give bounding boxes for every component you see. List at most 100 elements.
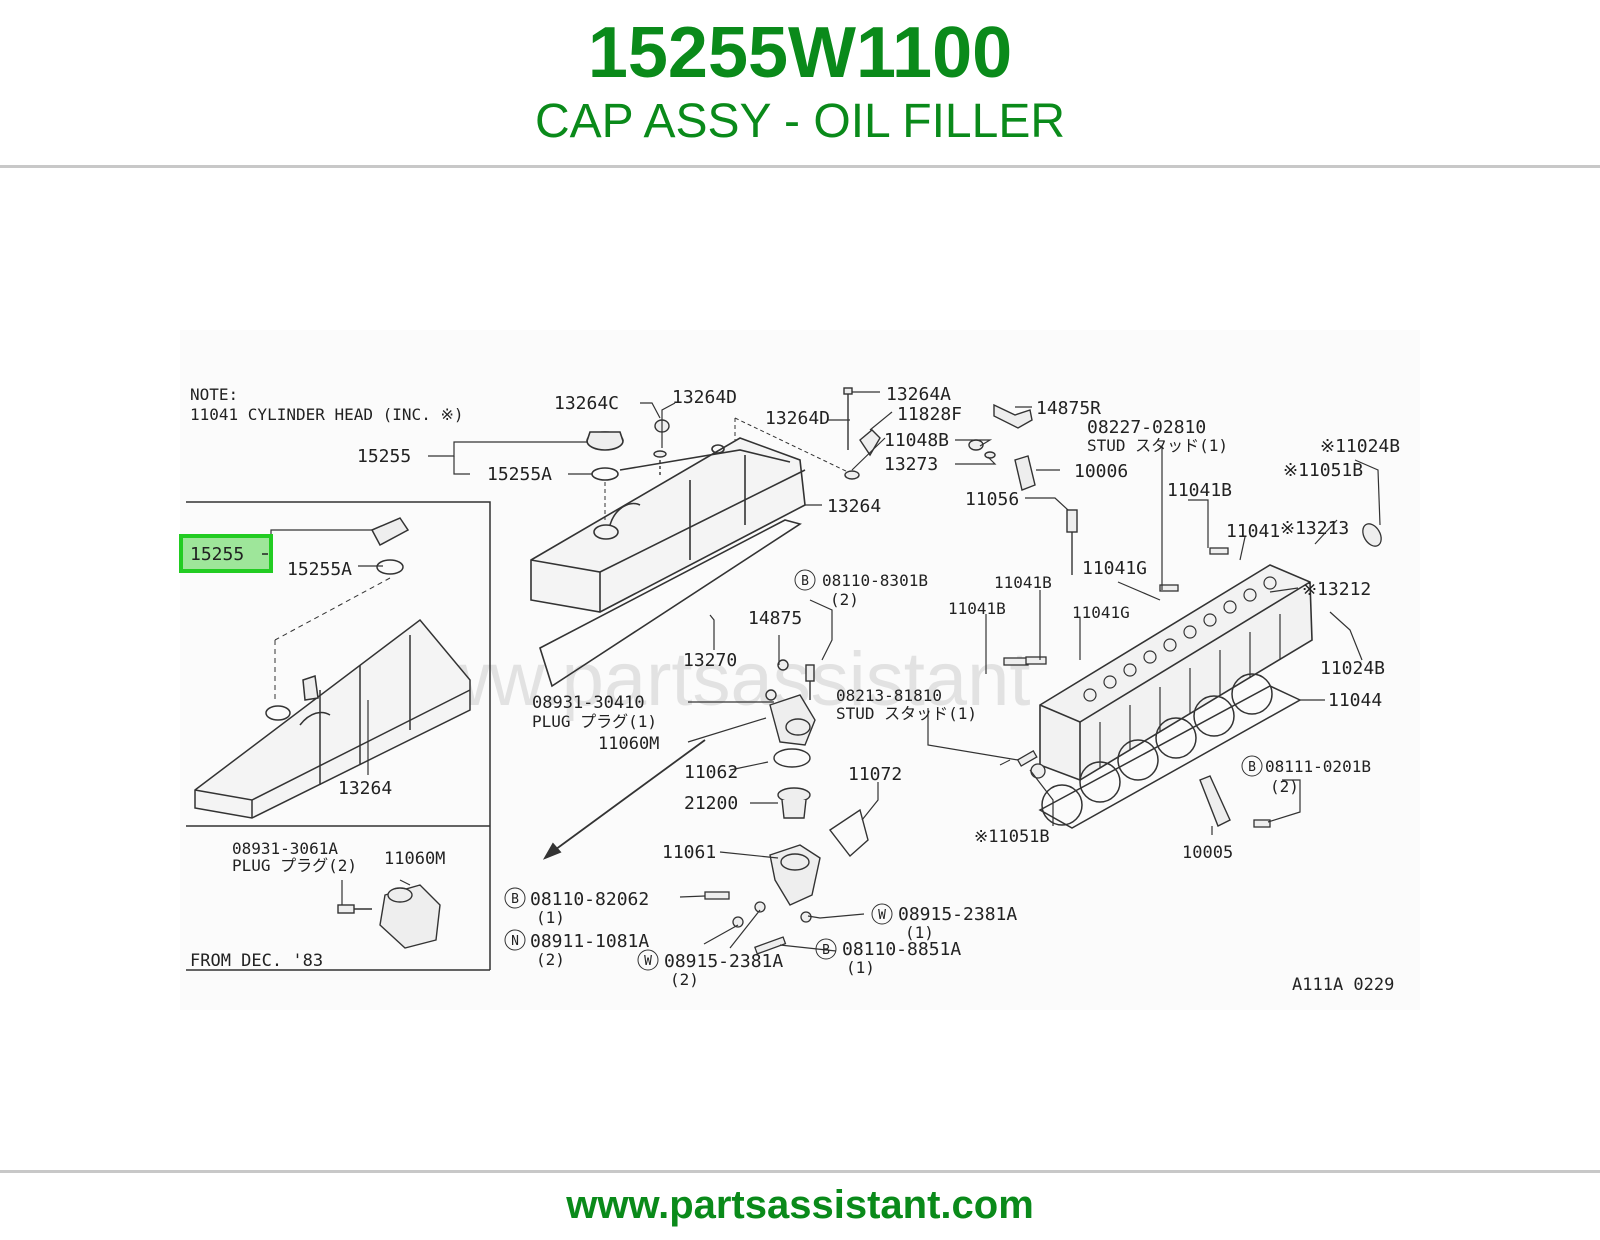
- label-qty-2c: (2): [536, 950, 565, 969]
- label-08915-2381a: 08915-2381A: [898, 904, 1017, 925]
- label-10006: 10006: [1074, 461, 1128, 482]
- label-11072: 11072: [848, 764, 902, 785]
- label-08931-3061a: 08931-3061A: [232, 839, 338, 858]
- label-11041b-mid: 11041B: [994, 573, 1052, 592]
- label-08110-8301b: 08110-8301B: [822, 571, 928, 590]
- rocker-cover-gasket: [539, 519, 802, 688]
- label-11828f: 11828F: [897, 404, 962, 425]
- label-11051b: ※11051B: [974, 827, 1050, 847]
- head-bolts: [1003, 523, 1382, 828]
- svg-text:W: W: [644, 954, 652, 969]
- svg-text:N: N: [511, 934, 519, 949]
- label-11056: 11056: [965, 489, 1019, 510]
- cover-small-parts: [653, 419, 670, 475]
- label-qty-1c: (1): [905, 923, 934, 942]
- thermostat-housing: [769, 808, 869, 906]
- label-qty-2d: (2): [670, 970, 699, 989]
- part-number-title: 15255W1100: [587, 13, 1013, 93]
- label-08110-82062: 08110-82062: [530, 889, 649, 910]
- label-11044: 11044: [1328, 690, 1382, 711]
- label-15255a-inset: 15255A: [287, 559, 352, 580]
- label-13212: ※13212: [1302, 579, 1371, 600]
- label-21200: 21200: [684, 793, 738, 814]
- svg-text:B: B: [801, 574, 809, 589]
- label-13264d-2: 13264D: [765, 408, 830, 429]
- label-qty-2b: (2): [1270, 777, 1299, 796]
- header-divider: [0, 165, 1600, 168]
- label-14875r: 14875R: [1036, 398, 1101, 419]
- label-13213: ※13213: [1280, 518, 1349, 539]
- inset-oil-cap: [370, 517, 410, 575]
- leader-lines: [270, 391, 1381, 952]
- label-11041b-top: 11041B: [1167, 480, 1232, 501]
- label-15255a: 15255A: [487, 464, 552, 485]
- label-15255: 15255: [357, 446, 411, 467]
- housing-bolts: [704, 891, 812, 955]
- label-11024b-top: ※11024B: [1320, 436, 1400, 457]
- svg-text:B: B: [1248, 760, 1256, 775]
- label-08111-0201b: 08111-0201B: [1265, 757, 1371, 776]
- label-10005: 10005: [1182, 843, 1233, 863]
- label-11041: 11041: [1226, 521, 1280, 542]
- label-stud-2: STUD スタッド(1): [836, 704, 977, 723]
- label-11041g-2: 11041G: [1072, 603, 1130, 622]
- watermark-text: www.partsassistant: [379, 637, 1030, 722]
- label-13264: 13264: [827, 496, 881, 517]
- label-08911-1081a: 08911-1081A: [530, 931, 649, 952]
- label-qty-1b: (1): [846, 958, 875, 977]
- label-11051b-top: ※11051B: [1283, 460, 1363, 481]
- label-11041b-left: 11041B: [948, 599, 1006, 618]
- inset-date-note: FROM DEC. '83: [190, 951, 323, 971]
- water-outlet: [765, 659, 816, 768]
- stud-11056: [1066, 509, 1078, 575]
- label-13273: 13273: [884, 454, 938, 475]
- inset-water-outlet: [337, 884, 441, 949]
- direction-arrow: [542, 739, 706, 860]
- label-qty-1a: (1): [536, 908, 565, 927]
- label-08110-8851a: 08110-8851A: [842, 939, 961, 960]
- label-08227-02810: 08227-02810: [1087, 417, 1206, 438]
- label-13264-inset: 13264: [338, 778, 392, 799]
- bracket-10005: [1199, 775, 1231, 827]
- svg-text:B: B: [511, 892, 519, 907]
- label-08915-2381a-w: 08915-2381A: [664, 951, 783, 972]
- label-15255-highlighted[interactable]: 15255: [190, 544, 244, 565]
- footer-divider: [0, 1170, 1600, 1173]
- label-13270: 13270: [683, 650, 737, 671]
- label-11061: 11061: [662, 842, 716, 863]
- inset-rocker-cover: [194, 618, 471, 819]
- footer-site-url[interactable]: www.partsassistant.com: [566, 1183, 1034, 1227]
- label-stud-1: STUD スタッド(1): [1087, 436, 1228, 455]
- label-11041g: 11041G: [1082, 558, 1147, 579]
- label-08931-30410: 08931-30410: [532, 693, 645, 713]
- circle-marks: B B B N W B W: [504, 569, 1263, 971]
- svg-text:W: W: [878, 908, 886, 923]
- thermostat: [777, 787, 811, 819]
- part-name-subtitle: CAP ASSY - OIL FILLER: [534, 95, 1065, 148]
- inset-frame: [186, 501, 491, 971]
- label-13264a: 13264A: [886, 384, 951, 405]
- label-13264c: 13264C: [554, 393, 619, 414]
- svg-text:B: B: [822, 943, 830, 958]
- note-text: 11041 CYLINDER HEAD (INC. ※): [190, 405, 464, 424]
- sensor-14875r: [993, 403, 1033, 429]
- bracket-10006: [1014, 455, 1036, 491]
- label-11048b: 11048B: [884, 430, 949, 451]
- label-11060m-inset: 11060M: [384, 849, 445, 869]
- label-11062: 11062: [684, 762, 738, 783]
- label-11024b: 11024B: [1320, 658, 1385, 679]
- label-08213-81810: 08213-81810: [836, 686, 942, 705]
- label-plug-2: PLUG プラグ(2): [232, 856, 357, 875]
- figure-code: A111A 0229: [1292, 975, 1394, 995]
- label-13264d: 13264D: [672, 387, 737, 408]
- cover-bolt: [843, 387, 996, 480]
- rocker-cover: [530, 437, 806, 613]
- label-qty-2a: (2): [830, 590, 859, 609]
- highlighted-part-callout[interactable]: 15255: [179, 534, 273, 573]
- note-heading: NOTE:: [190, 385, 238, 404]
- part-labels: 15255 15255A 13264C 13264D 13264D 13264A…: [190, 384, 1400, 995]
- label-14875: 14875: [748, 608, 802, 629]
- label-11060m: 11060M: [598, 734, 659, 754]
- label-plug-1: PLUG プラグ(1): [532, 712, 657, 731]
